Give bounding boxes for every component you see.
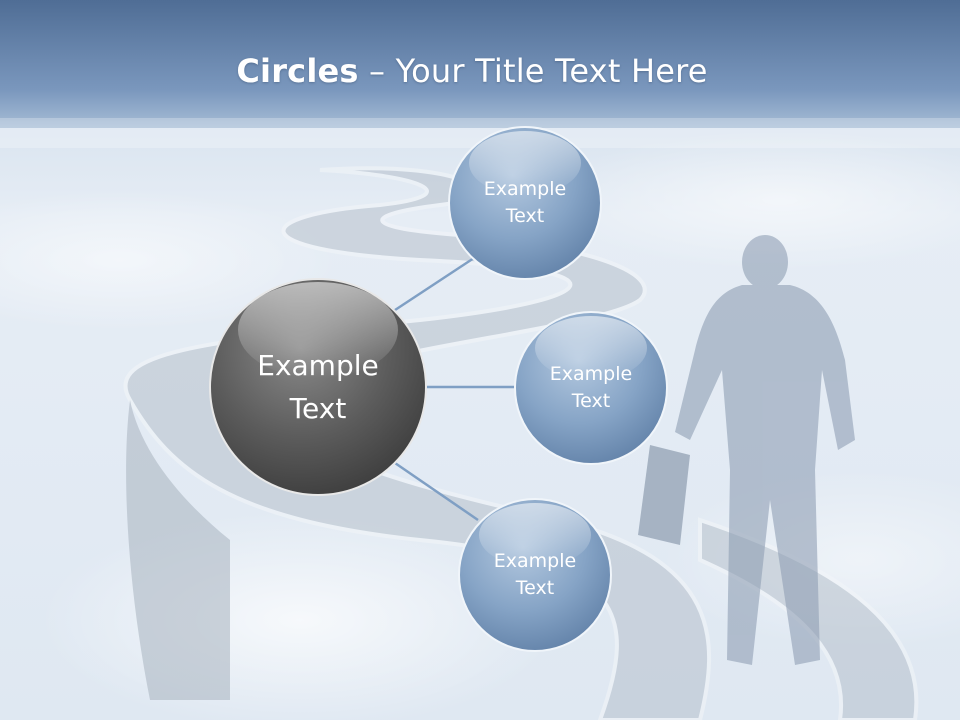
header-band [0, 0, 960, 128]
center-label-line2: Text [289, 392, 347, 425]
slide-title: Circles – Your Title Text Here [0, 52, 944, 90]
center-circle [209, 278, 427, 496]
node-middle-label: Example Text [515, 312, 667, 464]
node-top-line2: Text [505, 205, 545, 227]
node-circle-middle [514, 311, 668, 465]
node-bottom-line2: Text [515, 577, 555, 599]
center-circle-label: Example Text [210, 279, 426, 495]
node-bottom-line1: Example [493, 550, 577, 573]
node-top-line1: Example [483, 178, 567, 201]
title-bold: Circles [236, 52, 359, 90]
node-top-label: Example Text [449, 127, 601, 279]
node-middle-line2: Text [571, 390, 611, 412]
connector-top [391, 256, 475, 314]
connectors [391, 256, 514, 522]
connector-bottom [394, 461, 479, 522]
center-label-line1: Example [257, 348, 379, 382]
node-middle-line1: Example [549, 363, 633, 386]
title-rest: – Your Title Text Here [358, 52, 708, 90]
node-circle-top [448, 126, 602, 280]
node-bottom-label: Example Text [459, 499, 611, 651]
node-circle-bottom [458, 498, 612, 652]
businessman-silhouette [638, 235, 855, 665]
